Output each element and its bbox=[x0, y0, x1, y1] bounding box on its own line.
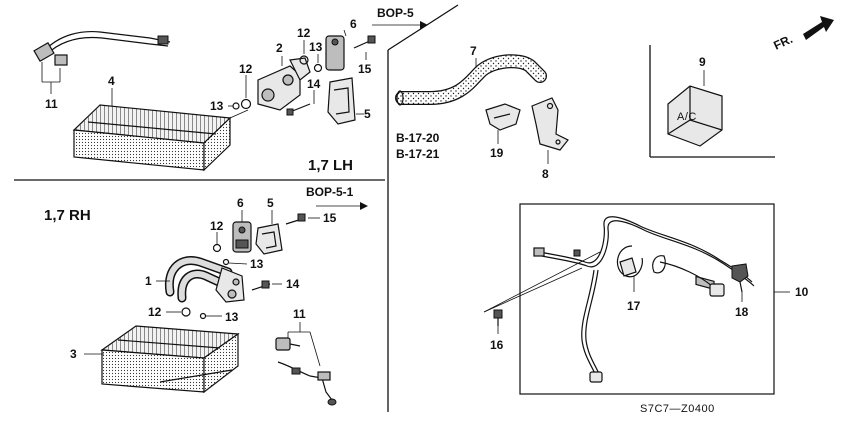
rh-oring-13a bbox=[222, 258, 230, 266]
callout-rh-12b: 12 bbox=[148, 305, 162, 319]
callout-lh-6: 6 bbox=[350, 17, 357, 31]
callout-r-9: 9 bbox=[699, 55, 706, 69]
callout-lh-5: 5 bbox=[364, 107, 371, 121]
callout-lh-15: 15 bbox=[358, 62, 372, 76]
callout-rh-6: 6 bbox=[237, 196, 244, 210]
lh-oring-12a bbox=[299, 55, 309, 65]
rh-oring-12b bbox=[181, 307, 191, 317]
reference-bop5: BOP-5 bbox=[372, 6, 428, 29]
ref-b17-20: B-17-20 bbox=[396, 131, 440, 145]
rh-evaporator-3 bbox=[100, 325, 240, 394]
callout-lh-14: 14 bbox=[307, 77, 321, 91]
ref-bop5-1-label: BOP-5-1 bbox=[306, 185, 354, 199]
callout-rh-3: 3 bbox=[70, 347, 77, 361]
lh-oring-13b bbox=[232, 102, 240, 110]
callout-rh-1: 1 bbox=[145, 274, 152, 288]
callout-lh-12b: 12 bbox=[239, 62, 253, 76]
lh-bolt-14 bbox=[286, 103, 311, 116]
lh-bolt-15 bbox=[353, 35, 376, 49]
rh-expansion-valve-6 bbox=[232, 221, 252, 253]
lh-harness-11 bbox=[33, 30, 171, 66]
bolt-16 bbox=[493, 309, 503, 326]
callout-rh-11: 11 bbox=[293, 307, 306, 321]
rh-cover-5 bbox=[255, 223, 283, 255]
section-dividers bbox=[14, 4, 775, 412]
rh-oring-13b bbox=[199, 312, 207, 320]
callout-h-17: 17 bbox=[627, 299, 641, 313]
rh-sensor-11 bbox=[275, 337, 337, 406]
rh-oring-12a bbox=[212, 243, 222, 253]
lh-oring-12b bbox=[240, 98, 252, 110]
lh-expansion-valve-6 bbox=[325, 29, 347, 71]
callout-h-16: 16 bbox=[490, 338, 504, 352]
diagram-code: S7C7—Z0400 bbox=[640, 403, 715, 415]
ac-switch-9: A/C bbox=[667, 85, 723, 291]
lh-oring-13a bbox=[313, 63, 323, 73]
clip-19 bbox=[485, 103, 521, 131]
callout-r-8: 8 bbox=[542, 167, 549, 181]
callout-rh-5: 5 bbox=[267, 196, 274, 210]
lh-evaporator-4 bbox=[72, 104, 232, 172]
callout-rh-15: 15 bbox=[323, 211, 337, 225]
harness-frame bbox=[519, 203, 775, 395]
rh-pipe-fitting-1 bbox=[164, 256, 245, 303]
rh-bolt-15 bbox=[285, 213, 306, 225]
callout-lh-13b: 13 bbox=[210, 99, 224, 113]
callout-rh-13b: 13 bbox=[225, 310, 239, 324]
reference-bop5-1: BOP-5-1 bbox=[306, 185, 368, 210]
drain-hose-7 bbox=[395, 54, 547, 106]
lh-cover-5 bbox=[327, 77, 356, 125]
wire-harness-10 bbox=[533, 216, 755, 383]
callout-h-10: 10 bbox=[795, 285, 809, 299]
callout-r-19: 19 bbox=[490, 146, 504, 160]
ref-b17-21: B-17-21 bbox=[396, 147, 440, 161]
callout-lh-4: 4 bbox=[108, 74, 115, 88]
rh-bolt-14 bbox=[251, 280, 271, 291]
section-label-rh: 1,7 RH bbox=[44, 207, 91, 224]
callout-lh-13a: 13 bbox=[309, 40, 323, 54]
front-arrow-label: FR. bbox=[771, 32, 794, 53]
ac-switch-label: A/C bbox=[677, 111, 697, 123]
callout-rh-14: 14 bbox=[286, 277, 300, 291]
callout-h-18: 18 bbox=[735, 305, 749, 319]
callout-rh-12a: 12 bbox=[210, 219, 224, 233]
callout-lh-2: 2 bbox=[276, 41, 283, 55]
lh-fitting-2 bbox=[257, 57, 311, 111]
grommet-17 bbox=[616, 245, 643, 278]
callout-rh-13a: 13 bbox=[250, 257, 264, 271]
bracket-8 bbox=[531, 97, 569, 151]
sensor-connector-18 bbox=[731, 263, 749, 293]
callout-lh-11: 11 bbox=[45, 97, 58, 111]
callout-lh-12a: 12 bbox=[297, 26, 311, 40]
callout-r-7: 7 bbox=[470, 44, 477, 58]
section-label-lh: 1,7 LH bbox=[308, 157, 353, 174]
front-arrow-icon: FR. bbox=[771, 16, 834, 53]
ref-bop5-label: BOP-5 bbox=[377, 6, 414, 20]
